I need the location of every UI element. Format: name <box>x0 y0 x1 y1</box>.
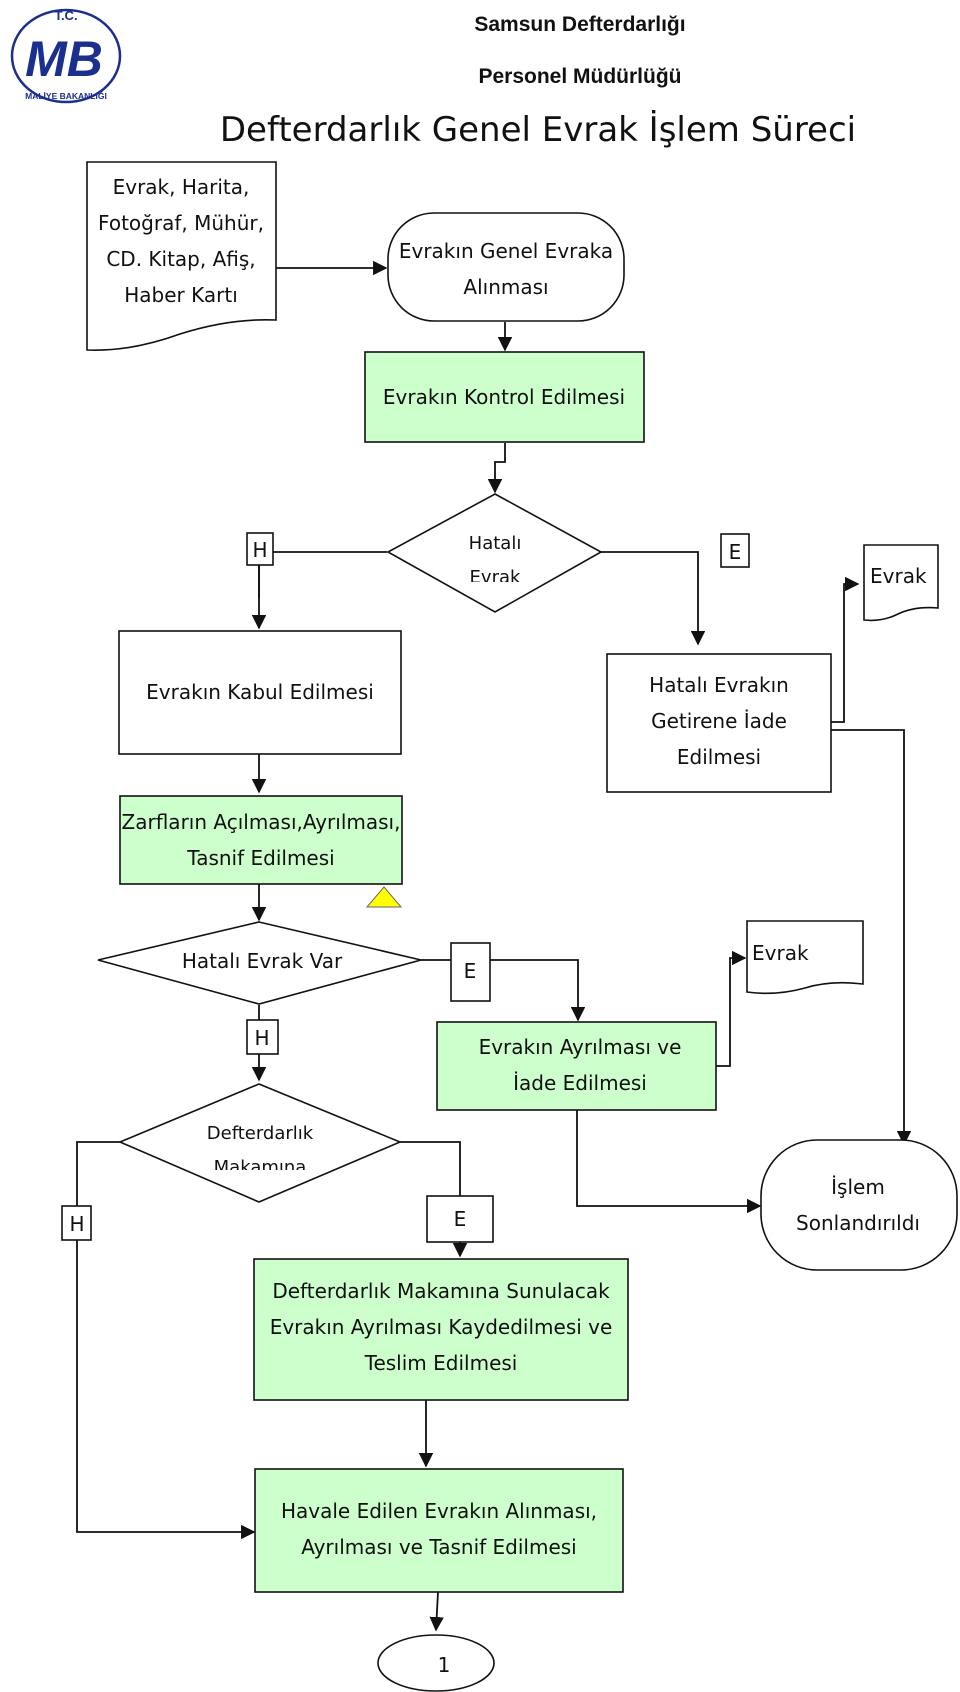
receive-document-step: Evrakın Genel Evraka Alınması <box>387 212 625 322</box>
return-faulty-step: Hatalı Evrakın Getirene İade Edilmesi <box>606 653 832 793</box>
present-to-office-step: Defterdarlık Makamına Sunulacak Evrakın … <box>253 1258 629 1401</box>
output-document-1: Evrak <box>863 544 939 622</box>
input-document-line: Haber Kartı <box>124 283 238 307</box>
present-line: Defterdarlık Makamına Sunulacak <box>272 1279 610 1303</box>
referred-line: Ayrılması ve Tasnif Edilmesi <box>301 1535 577 1559</box>
page-title: Defterdarlık Genel Evrak İşlem Süreci <box>220 110 856 150</box>
logo-monogram: MB <box>25 31 103 87</box>
faulty-exists-decision: Hatalı Evrak Var <box>97 921 422 1005</box>
department-name: Personel Müdürlüğü <box>478 65 681 88</box>
input-document-line: Fotoğraf, Mühür, <box>98 211 264 235</box>
control-label: Evrakın Kontrol Edilmesi <box>383 385 625 409</box>
input-document-line: CD. Kitap, Afiş, <box>106 247 255 271</box>
decision2-yes-label: E <box>450 942 491 1002</box>
decision2-label: Hatalı Evrak Var <box>182 949 343 973</box>
return-faulty-line: Getirene İade <box>651 709 787 733</box>
defterdarlik-office-decision: Defterdarlık Makamına <box>117 1083 403 1203</box>
connector-label: 1 <box>438 1653 451 1677</box>
decision1-no-label: H <box>246 532 274 566</box>
logo-top-text: T.C. <box>54 8 77 23</box>
org-name: Samsun Defterdarlığı <box>474 13 685 36</box>
output-document-label: Evrak <box>752 941 809 965</box>
decision3-yes-label: E <box>426 1195 494 1243</box>
decision1-line: Hatalı <box>469 533 522 554</box>
separate-return-line: Evrakın Ayrılması ve <box>479 1035 682 1059</box>
present-line: Teslim Edilmesi <box>364 1351 518 1375</box>
separate-return-line: İade Edilmesi <box>513 1071 647 1095</box>
connectors <box>76 260 912 1632</box>
no-label: H <box>254 1026 269 1050</box>
end-line: Sonlandırıldı <box>796 1211 920 1235</box>
output-document-label: Evrak <box>870 564 927 588</box>
open-envelopes-line: Zarfların Açılması,Ayrılması, <box>122 810 401 834</box>
yes-label: E <box>729 540 742 564</box>
ministry-logo: T.C. MB MALİYE BAKANLIĞI <box>10 8 122 104</box>
decision1-yes-label: E <box>720 533 750 568</box>
receive-line: Alınması <box>463 275 548 299</box>
page-connector: 1 <box>377 1634 495 1692</box>
referred-line: Havale Edilen Evrakın Alınması, <box>281 1499 597 1523</box>
decision3-no-label: H <box>61 1205 92 1241</box>
accept-label: Evrakın Kabul Edilmesi <box>146 680 374 704</box>
decision1-line: Evrak <box>470 567 521 588</box>
referred-documents-step: Havale Edilen Evrakın Alınması, Ayrılmas… <box>254 1468 624 1593</box>
end-line: İşlem <box>831 1175 885 1199</box>
yes-label: E <box>464 959 477 983</box>
output-document-2: Evrak <box>746 920 864 995</box>
decision3-line: Defterdarlık <box>207 1123 314 1144</box>
control-document-step: Evrakın Kontrol Edilmesi <box>364 351 645 443</box>
faulty-document-decision: Hatalı Evrak <box>386 493 603 613</box>
no-label: H <box>252 538 267 562</box>
logo-ring-text: MALİYE BAKANLIĞI <box>25 90 107 101</box>
decision2-no-label: H <box>246 1019 279 1055</box>
separate-return-step: Evrakın Ayrılması ve İade Edilmesi <box>436 1021 717 1111</box>
present-line: Evrakın Ayrılması Kaydedilmesi ve <box>270 1315 613 1339</box>
accept-document-step: Evrakın Kabul Edilmesi <box>118 630 402 755</box>
no-label: H <box>69 1212 84 1236</box>
open-envelopes-step: Zarfların Açılması,Ayrılması, Tasnif Edi… <box>119 795 403 885</box>
return-faulty-line: Edilmesi <box>677 745 761 769</box>
yes-label: E <box>454 1207 467 1231</box>
input-document: Evrak, Harita, Fotoğraf, Mühür, CD. Kita… <box>86 161 277 351</box>
receive-line: Evrakın Genel Evraka <box>399 239 613 263</box>
input-document-line: Evrak, Harita, <box>113 175 250 199</box>
return-faulty-line: Hatalı Evrakın <box>649 673 789 697</box>
decision3-line: Makamına <box>214 1157 307 1178</box>
process-end: İşlem Sonlandırıldı <box>760 1139 958 1271</box>
open-envelopes-line: Tasnif Edilmesi <box>186 846 334 870</box>
warning-icon <box>365 886 403 908</box>
